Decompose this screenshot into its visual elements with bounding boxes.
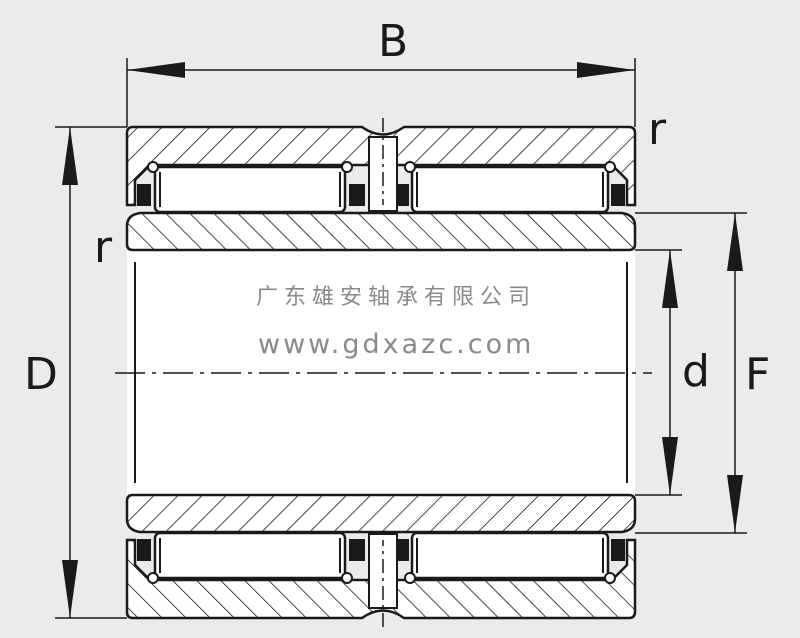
label-B: B	[378, 16, 408, 67]
label-F: F	[745, 349, 770, 400]
label-r-top: r	[648, 104, 667, 155]
label-r-left: r	[94, 222, 113, 273]
watermark-company: 广东雄安轴承有限公司	[256, 285, 536, 310]
label-d: d	[682, 346, 710, 397]
label-D: D	[24, 349, 58, 400]
watermark-url: www.gdxazc.com	[258, 329, 534, 360]
